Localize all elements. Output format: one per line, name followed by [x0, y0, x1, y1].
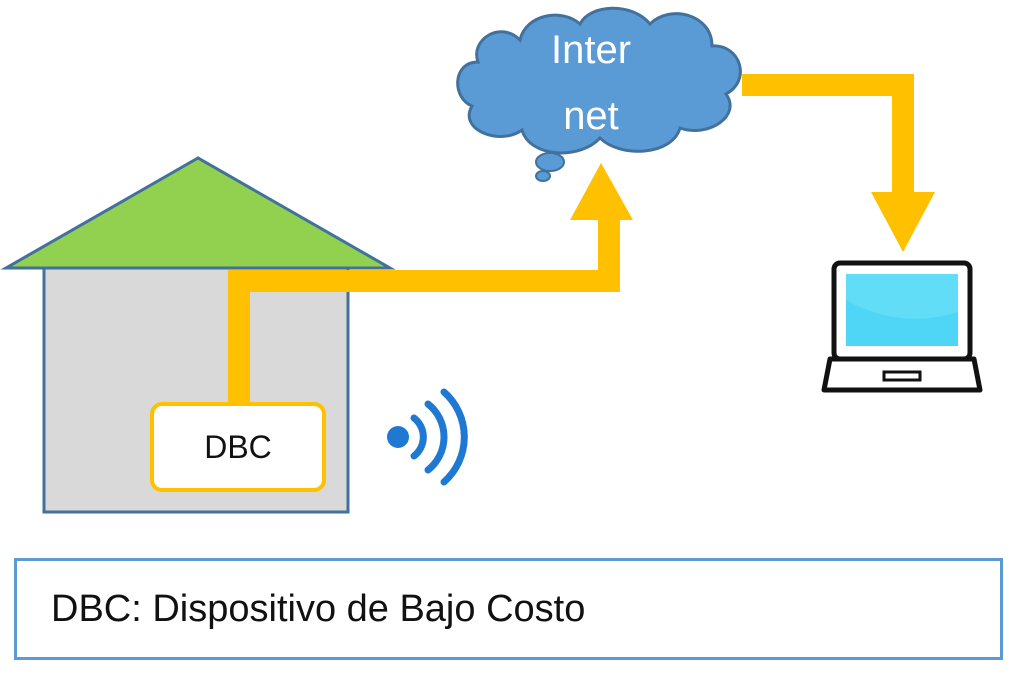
legend-box: DBC: Dispositivo de Bajo Costo	[14, 558, 1003, 660]
legend-text: DBC: Dispositivo de Bajo Costo	[51, 587, 586, 630]
device-box: DBC	[150, 402, 326, 492]
laptop-icon	[821, 260, 983, 393]
device-label: DBC	[204, 428, 272, 465]
connection-path-to-laptop	[742, 74, 935, 252]
wireless-signal-icon	[387, 388, 468, 486]
house-roof	[0, 156, 396, 270]
cloud-label-line2: net	[563, 94, 619, 138]
internet-cloud	[456, 6, 742, 182]
connection-path-to-cloud	[228, 163, 633, 405]
cloud-label-line1: Inter	[550, 28, 632, 72]
